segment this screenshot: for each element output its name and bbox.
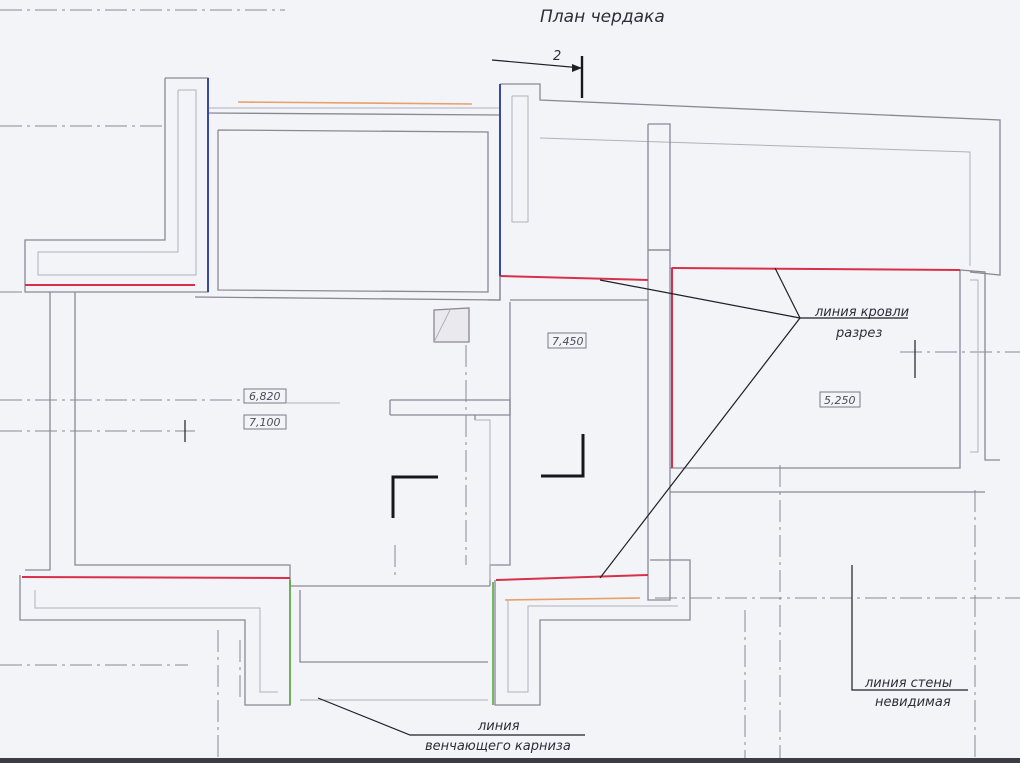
elevation-right: 5,250 bbox=[819, 391, 861, 408]
accent-edges bbox=[207, 78, 641, 705]
chimney-square bbox=[433, 307, 470, 343]
svg-text:5,250: 5,250 bbox=[824, 394, 856, 407]
axis-lines bbox=[0, 9, 1020, 763]
svg-text:6,820: 6,820 bbox=[249, 390, 281, 403]
section-mark-number: 2 bbox=[553, 49, 561, 64]
photo-bottom-edge bbox=[0, 758, 1020, 763]
roof-line-label-line1: линия кровли bbox=[814, 305, 909, 320]
cornice-label-line2: венчающего карниза bbox=[425, 739, 571, 754]
wall-line-label-line1: линия стены bbox=[864, 676, 952, 691]
section-marker: 2 bbox=[491, 49, 584, 98]
wall-line-label-line2: невидимая bbox=[875, 695, 951, 710]
elevation-left-top: 6,820 bbox=[243, 388, 340, 404]
leader-lines bbox=[317, 267, 968, 736]
view-corner-marks bbox=[391, 434, 585, 518]
upper-left-room bbox=[194, 101, 501, 301]
roof-cut-lines bbox=[21, 267, 961, 581]
interior-partition bbox=[389, 399, 511, 580]
bottom-middle-wall-block bbox=[300, 559, 691, 706]
elevation-center: 7,450 bbox=[547, 332, 587, 349]
roof-line-label-line2: разрез bbox=[835, 326, 882, 341]
center-right-column bbox=[647, 123, 671, 601]
cornice-label-line1: линия bbox=[477, 719, 520, 734]
elevation-left-bottom: 7,100 bbox=[243, 414, 287, 430]
bottom-left-wall-block bbox=[19, 575, 488, 706]
drawing-title: План чердака bbox=[540, 7, 665, 27]
svg-text:7,450: 7,450 bbox=[552, 335, 584, 348]
right-room bbox=[669, 267, 1000, 493]
svg-text:7,100: 7,100 bbox=[249, 416, 281, 429]
left-upper-wall-block bbox=[24, 77, 209, 293]
